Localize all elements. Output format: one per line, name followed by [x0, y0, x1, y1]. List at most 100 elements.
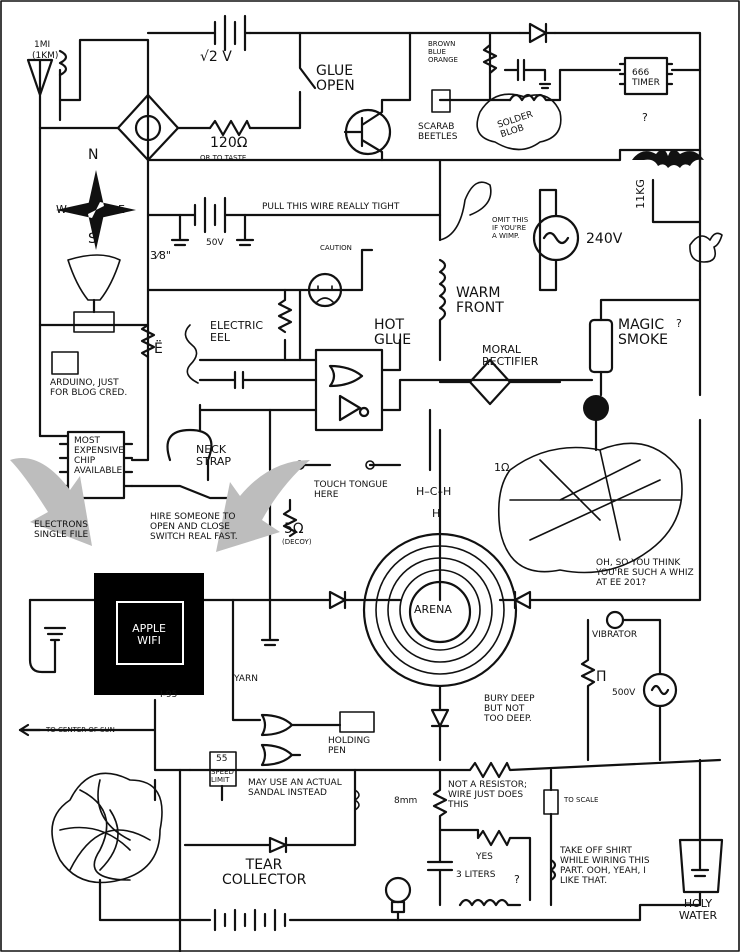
to-sun-arrow — [18, 723, 42, 737]
resistor-left — [140, 323, 156, 359]
diode-right — [513, 590, 532, 610]
vibrator-icon — [605, 610, 625, 630]
capacitor-top — [503, 58, 552, 90]
apple-wifi-label: APPLE WIFI — [132, 622, 166, 647]
electrons-file-label: ELECTRONS SINGLE FILE — [34, 520, 89, 540]
compass-s: S — [88, 231, 97, 247]
source-500v-label: 500V — [612, 688, 636, 698]
neck-strap — [166, 403, 213, 482]
timer-666-label: 666 TIMER — [632, 68, 660, 88]
i95-label: I-95 — [160, 690, 178, 700]
solder-blob — [476, 93, 562, 151]
hot-glue-label: HOT GLUE — [374, 317, 412, 348]
yes-label: YES — [476, 852, 493, 862]
decoy-label: (DECOY) — [282, 538, 312, 546]
compass-e: E — [118, 203, 125, 216]
holding-pen — [339, 711, 375, 733]
resistor-pi — [580, 618, 596, 762]
lasso — [439, 181, 492, 241]
holy-water-label: HOLY WATER — [678, 897, 718, 922]
brown-blue-orange-label: BROWN BLUE ORANGE — [428, 40, 458, 64]
inductor-warm-front — [438, 258, 447, 362]
question-mark-2: ? — [676, 317, 682, 330]
warm-front-label: WARM FRONT — [456, 285, 504, 316]
battery-2v-label: √2 V — [200, 49, 232, 65]
arduino-board — [51, 351, 79, 375]
magic-smoke-label: MAGIC SMOKE — [618, 317, 669, 348]
h-bottom-label: H — [432, 507, 441, 520]
apple-wifi-box — [94, 573, 204, 695]
resistor-mesh — [497, 442, 683, 574]
pointer-arrow-left — [10, 458, 92, 546]
pi-label: π — [596, 669, 607, 685]
speed-limit-text: SPEED LIMIT — [211, 768, 234, 784]
scale-label-2: (1KM) — [32, 51, 59, 61]
capacitor-3l — [426, 828, 454, 907]
pull-wire-label: PULL THIS WIRE REALLY TIGHT — [262, 202, 400, 212]
tear-collector-battery — [178, 890, 702, 932]
or-to-taste-label: OR TO TASTE — [200, 154, 247, 162]
vibrator-label: VIBRATOR — [592, 630, 638, 640]
hch-label: H–C–H — [416, 485, 452, 498]
compass-n: N — [88, 147, 99, 163]
apple-wifi-frame — [116, 601, 184, 665]
magic-smoke-jar — [588, 318, 614, 374]
weight-11kg-label: 11kg — [633, 179, 647, 209]
hot-glue-gate-box — [314, 348, 384, 432]
omit-wimp-label: OMIT THIS IF YOU'RE A WIMP. — [492, 216, 529, 240]
diode-left — [328, 590, 347, 610]
eight-mm-label: 8mm — [394, 796, 418, 806]
speed-limit-number: 55 — [216, 754, 228, 764]
source-240v-label: 240V — [586, 231, 623, 247]
to-scale-label: TO SCALE — [564, 796, 599, 804]
yarn-label: YARN — [234, 674, 258, 684]
resistor-decoy — [282, 498, 298, 538]
three-liters-label: 3 LITERS — [456, 870, 496, 880]
sandal-coil — [354, 789, 360, 811]
scarab-jar — [431, 89, 451, 113]
electric-eel — [184, 324, 199, 384]
coil-bottom — [458, 898, 522, 907]
cat-icon — [689, 232, 723, 263]
pointer-arrow-right — [216, 460, 310, 552]
arduino-label: ARDUINO, JUST FOR BLOG CRED. — [50, 378, 128, 398]
take-off-shirt-label: TAKE OFF SHIRT WHILE WIRING THIS PART. O… — [560, 846, 650, 886]
caution-label: CAUTION — [320, 244, 352, 252]
diode-top — [518, 22, 557, 44]
timer-666-chip — [623, 56, 669, 96]
touch-tongue-label: TOUCH TONGUE HERE — [314, 480, 388, 500]
e-umlaut-label: ë — [154, 341, 163, 357]
sad-face-icon — [307, 272, 343, 308]
most-expensive-chip — [66, 430, 126, 500]
bury-deep-label: BURY DEEP BUT NOT TOO DEEP. — [484, 694, 535, 724]
motor-icon — [543, 789, 559, 815]
most-expensive-chip-label: MOST EXPENSIVE CHIP AVAILABLE — [74, 436, 124, 476]
resistor-120-label: 120Ω — [210, 135, 248, 151]
scarab-beetles-label: SCARAB BEETLES — [418, 122, 458, 142]
sun-tangle — [51, 772, 163, 884]
lamp-icon — [67, 254, 121, 333]
bomb-icon — [583, 395, 609, 421]
question-mark-3: ? — [514, 873, 520, 886]
resistor-mid — [277, 288, 293, 362]
antenna-icon — [26, 58, 54, 438]
one-ohm-label: 1Ω — [494, 461, 510, 474]
light-bulb-icon — [384, 876, 412, 904]
hire-someone-label: HIRE SOMEONE TO OPEN AND CLOSE SWITCH RE… — [150, 512, 238, 542]
battery-50v-symbol — [146, 196, 442, 234]
gap-label: 3⁄8" — [150, 249, 171, 262]
whiz-label: OH, SO YOU THINK YOU'RE SUCH A WHIZ AT E… — [596, 558, 694, 588]
top-wire — [146, 31, 702, 202]
sandal-label: MAY USE AN ACTUAL SANDAL INSTEAD — [248, 778, 342, 798]
compass-rose-icon — [56, 170, 136, 250]
battery-50v-label: 50V — [206, 238, 224, 248]
battery-2v-symbol — [213, 14, 252, 52]
holding-pen-label: HOLDING PEN — [328, 736, 371, 756]
to-center-of-sun-label: TO CENTER OF SUN — [46, 726, 115, 734]
not-resistor-label: NOT A RESISTOR; WIRE JUST DOES THIS — [448, 780, 528, 810]
moral-rectifier — [438, 358, 562, 406]
electric-eel-label: ELECTRIC EEL — [210, 319, 263, 344]
